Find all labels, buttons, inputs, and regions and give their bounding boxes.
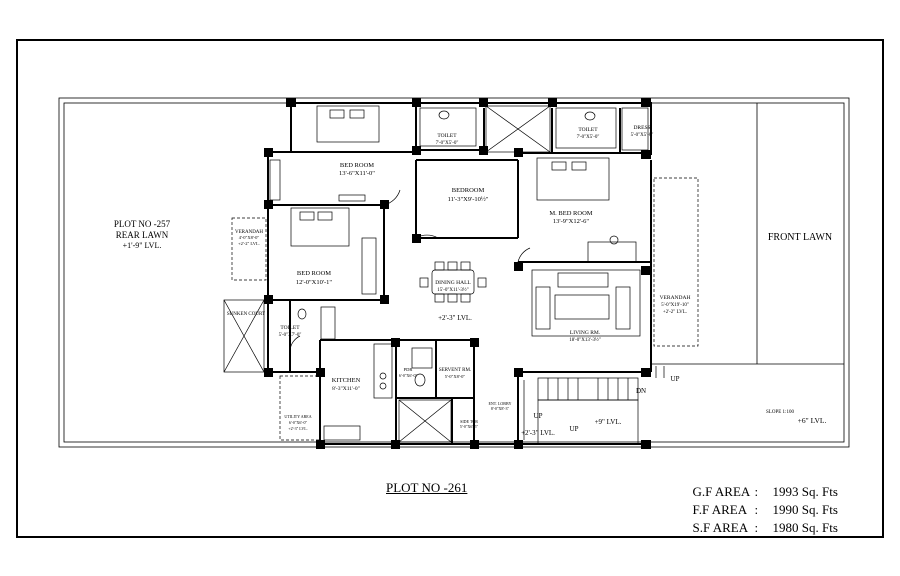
area-value: 1980 Sq. Fts xyxy=(772,520,838,535)
room-name: LIVING RM. xyxy=(570,330,601,336)
room-size: 13'-6"X11'-0" xyxy=(339,170,375,177)
room-name: VERANDAH xyxy=(235,230,263,235)
stair-level-label: +2'-3" LVL. xyxy=(521,429,555,437)
room-size: 7'-0"X5'-0" xyxy=(436,141,459,146)
room-size: 12'-0"X10'-1" xyxy=(296,279,333,286)
room-labels: BED ROOM 13'-6"X11'-0" BED ROOM 12'-0"X1… xyxy=(227,125,691,431)
room-size: 5'-0"X8'-0" xyxy=(445,374,466,379)
room-name: M. BED ROOM xyxy=(549,210,592,217)
room-size: 11'-3"X9'-10½" xyxy=(448,196,489,203)
center-level-label: +2'-3" LVL. xyxy=(438,314,472,322)
room-size: 8'-3"X11'-0" xyxy=(332,386,360,392)
site-labels: PLOT NO -257 REAR LAWN +1'-9" LVL. FRONT… xyxy=(114,219,832,437)
room-name: DINING HALL xyxy=(435,280,471,286)
room-size: 5'-0"X6'-5" xyxy=(460,424,479,429)
room-size: 6'-0"X6'-0" xyxy=(289,420,308,425)
area-colon: : xyxy=(754,502,759,517)
room-name: SUNKEN COURT xyxy=(227,312,265,317)
down-label: DN xyxy=(636,387,646,395)
room-size: 4'-0"X8'-0" xyxy=(239,235,260,240)
area-colon: : xyxy=(754,520,759,535)
area-row: F.F AREA:1990 Sq. Fts xyxy=(686,486,838,518)
room-level: +2'-2" LVL. xyxy=(238,241,260,246)
room-name: TOILET xyxy=(437,133,457,139)
room-name: TOILET xyxy=(578,127,598,133)
room-name: SERVENT RM. xyxy=(439,368,471,373)
room-name: SIDE TOR xyxy=(460,419,478,424)
area-colon: : xyxy=(754,484,759,499)
room-size: 13'-9"X12'-6" xyxy=(553,218,590,225)
area-value: 1990 Sq. Fts xyxy=(772,502,838,517)
room-name: DRESS xyxy=(633,125,650,131)
room-size: 15'-0"X11'-3½" xyxy=(437,288,468,293)
room-name: BEDROOM xyxy=(452,187,485,194)
area-row: G.F AREA:1993 Sq. Fts xyxy=(686,468,838,500)
area-value: 1993 Sq. Fts xyxy=(772,484,838,499)
plot-label-rear: PLOT NO -257 xyxy=(114,219,171,229)
area-name: G.F AREA xyxy=(692,484,751,499)
room-name: TOILET xyxy=(280,325,300,331)
up-label: UP xyxy=(534,412,543,420)
room-size: 7'-0"X5'-0" xyxy=(577,135,600,140)
room-size: 8'-0"X8'-3" xyxy=(491,406,510,411)
room-name: BED ROOM xyxy=(340,162,374,169)
room-size: 5'-0"X5'-0" xyxy=(631,133,654,138)
front-lawn-label: FRONT LAWN xyxy=(768,232,832,243)
room-name: BED ROOM xyxy=(297,270,331,277)
room-name: PDR xyxy=(404,367,413,372)
room-name: ENT. LOBBY xyxy=(488,401,511,406)
sheet-border xyxy=(16,39,884,538)
room-size: 6'-0"X6'-0" xyxy=(399,373,418,378)
area-row: S.F AREA:1980 Sq. Fts xyxy=(686,504,838,536)
stair-level-label-2: +9" LVL. xyxy=(595,418,622,426)
room-name: UTILITY AREA xyxy=(284,414,311,419)
slope-label: SLOPE 1:100 xyxy=(766,410,794,415)
structural-columns xyxy=(264,98,651,449)
room-name: KITCHEN xyxy=(332,377,361,384)
road-level-label: +6" LVL. xyxy=(798,416,827,425)
rear-lawn-label: REAR LAWN xyxy=(116,230,169,240)
room-size: 18'-0"X13'-3½" xyxy=(569,338,601,343)
plot-title: PLOT NO -261 xyxy=(386,480,468,495)
room-size: 5'-0"X7'-0" xyxy=(279,333,302,338)
area-name: S.F AREA xyxy=(692,520,749,535)
furniture-fixtures xyxy=(223,105,699,445)
room-size: 5'-0"X19'-10" xyxy=(661,303,689,308)
up-label: UP xyxy=(570,425,579,433)
rear-lawn-level: +1'-9" LVL. xyxy=(123,241,162,250)
up-label: UP xyxy=(671,375,680,383)
room-name: VERANDAH xyxy=(660,295,691,301)
area-name: F.F AREA xyxy=(692,502,748,517)
room-level: +2'-3" LVL. xyxy=(288,426,307,431)
room-level: +2'-2" LVL. xyxy=(663,310,687,315)
